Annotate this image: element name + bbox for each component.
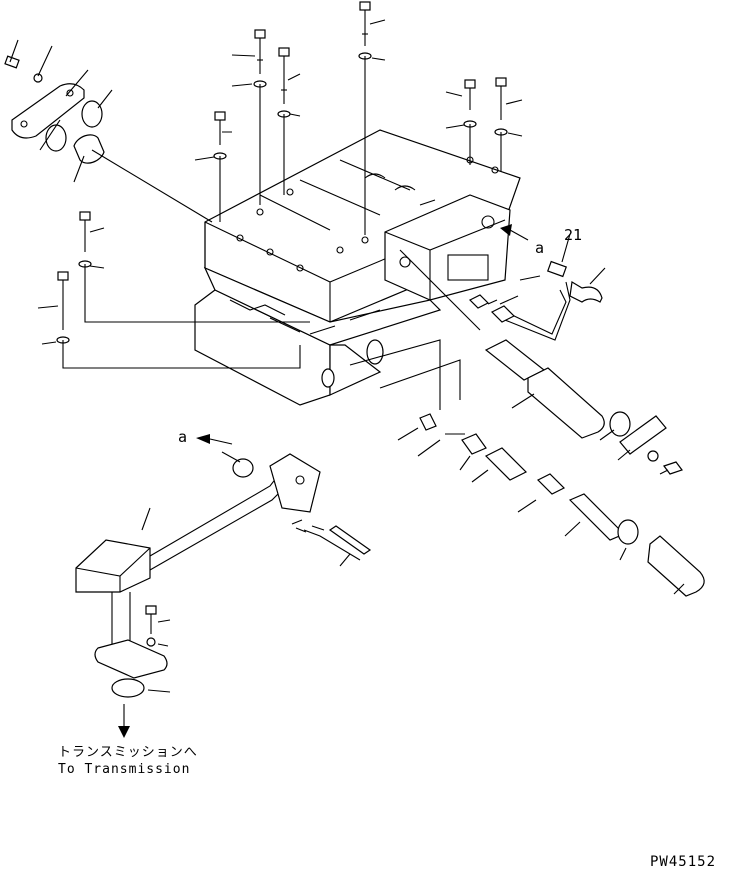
valve-side-housing xyxy=(384,194,511,301)
view-marker-top: a xyxy=(535,239,544,257)
spool-exploded-group xyxy=(349,249,705,597)
note-english: To Transmission xyxy=(58,762,190,777)
suction-pipe-group xyxy=(75,224,529,738)
valve-body-lower xyxy=(194,266,442,406)
bolt-set xyxy=(37,1,523,369)
cover-plate-group xyxy=(4,39,213,223)
view-marker-left: a xyxy=(178,428,187,446)
note-japanese: トランスミッションへ xyxy=(58,745,198,760)
drawing-code: PW45152 xyxy=(650,854,716,870)
callout-index: 21 xyxy=(564,226,582,244)
tube-and-fitting-group xyxy=(468,233,606,341)
